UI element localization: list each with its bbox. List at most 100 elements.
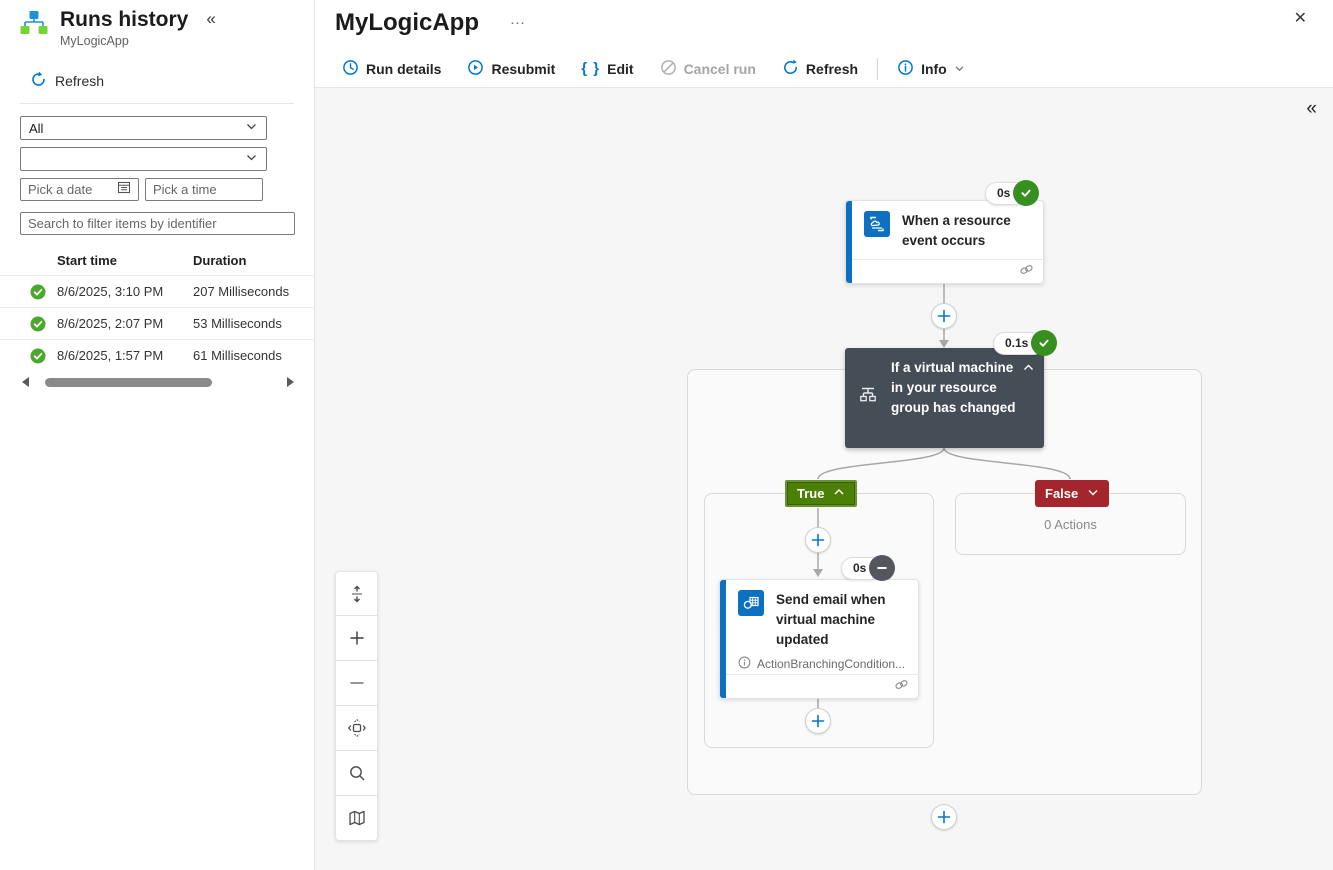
runs-history-header: Runs history« MyLogicApp (0, 0, 314, 49)
time-picker-input[interactable] (153, 182, 255, 197)
info-button[interactable]: Info (884, 50, 978, 87)
run-details-label: Run details (366, 60, 442, 77)
date-picker-field[interactable] (20, 178, 139, 201)
trigger-duration-badge[interactable]: 0s (985, 180, 1040, 206)
action-note-text: ActionBranchingCondition... (757, 657, 906, 671)
identifier-search-input[interactable] (28, 216, 287, 231)
runs-refresh-button[interactable]: Refresh (30, 71, 314, 91)
run-duration: 207 Milliseconds (193, 284, 290, 299)
search-button[interactable] (335, 751, 378, 796)
insert-step-plus-button[interactable] (931, 804, 957, 830)
canvas-zoom-toolbar (335, 571, 378, 841)
run-start-time: 8/6/2025, 2:07 PM (57, 316, 164, 331)
connection-link-icon (1019, 262, 1034, 282)
run-details-pane: MyLogicApp … ✕ Run details (315, 0, 1333, 870)
action-duration-badge[interactable]: 0s (841, 555, 896, 581)
runs-table: Start time Duration 8/6/2025, 3:10 PM 20… (0, 245, 314, 389)
action-note-row: ActionBranchingCondition... (720, 656, 918, 676)
info-label: Info (921, 60, 947, 77)
scroll-right-arrow-icon[interactable] (287, 377, 294, 387)
succeeded-status-icon (1031, 330, 1058, 356)
run-details-button[interactable]: Run details (329, 50, 454, 87)
insert-step-plus-button[interactable] (805, 527, 831, 553)
insert-step-plus-button[interactable] (931, 303, 957, 329)
resubmit-play-icon (467, 59, 484, 79)
pan-mode-button[interactable] (335, 706, 378, 751)
divider (20, 103, 294, 104)
false-branch-pill[interactable]: False (1035, 480, 1110, 507)
refresh-label: Refresh (55, 73, 105, 89)
run-toolbar: Run details Resubmit { } Edit (315, 50, 1333, 88)
connection-link-icon (894, 677, 909, 697)
close-icon[interactable]: ✕ (1293, 10, 1307, 27)
chevron-down-icon (1087, 486, 1099, 501)
true-branch-pill[interactable]: True (785, 480, 858, 507)
cancel-run-label: Cancel run (683, 60, 756, 77)
date-picker-input[interactable] (28, 182, 117, 197)
run-start-time: 8/6/2025, 1:57 PM (57, 348, 164, 363)
run-header: MyLogicApp … ✕ (315, 0, 1333, 50)
toolbar-refresh-button[interactable]: Refresh (769, 50, 871, 87)
trigger-node-when-a-resource-event-occurs[interactable]: When a resource event occurs (845, 200, 1044, 284)
minimap-button[interactable] (335, 796, 378, 841)
app-title: MyLogicApp (335, 9, 479, 36)
condition-title: If a virtual machine in your resource gr… (891, 360, 1016, 415)
panel-collapse-icon[interactable]: « (206, 9, 216, 28)
true-label: True (797, 486, 825, 501)
table-row[interactable]: 8/6/2025, 3:10 PM 207 Milliseconds (0, 275, 314, 307)
false-branch-empty-text: 0 Actions (1044, 516, 1097, 532)
calendar-icon[interactable] (117, 180, 131, 199)
cancel-run-button[interactable]: Cancel run (647, 50, 769, 87)
resubmit-button[interactable]: Resubmit (454, 50, 568, 87)
run-start-time: 8/6/2025, 3:10 PM (57, 284, 164, 299)
column-start-time: Start time (57, 252, 117, 268)
node-accent-bar (846, 201, 852, 283)
panel-title: Runs history (60, 8, 189, 31)
scroll-left-arrow-icon[interactable] (22, 377, 29, 387)
scrollbar-thumb[interactable] (44, 377, 213, 387)
identifier-search-field[interactable] (20, 212, 295, 235)
chevron-up-icon[interactable] (1022, 361, 1035, 379)
run-duration: 53 Milliseconds (193, 316, 282, 331)
success-status-icon (20, 284, 57, 300)
action-node-send-email[interactable]: Send email when virtual machine updated … (719, 579, 919, 699)
chevron-down-icon (245, 151, 258, 167)
condition-branch-icon (857, 384, 879, 418)
edit-button[interactable]: { } Edit (568, 50, 646, 87)
insert-step-plus-button[interactable] (805, 708, 831, 734)
scrollbar-track[interactable] (35, 377, 281, 387)
succeeded-status-icon (1013, 180, 1040, 206)
condition-duration-badge[interactable]: 0.1s (993, 330, 1058, 356)
fit-view-button[interactable] (335, 571, 378, 616)
column-duration: Duration (193, 252, 247, 268)
skipped-status-icon (869, 555, 896, 581)
code-braces-icon: { } (581, 60, 601, 77)
event-grid-trigger-icon (864, 211, 890, 237)
info-icon (738, 656, 751, 672)
table-row[interactable]: 8/6/2025, 1:57 PM 61 Milliseconds (0, 339, 314, 371)
history-clock-icon (342, 59, 359, 79)
canvas-collapse-icon[interactable]: « (1306, 98, 1317, 119)
cancel-blocked-icon (660, 59, 677, 79)
filters-section: All (0, 104, 314, 235)
status-filter-dropdown[interactable]: All (20, 116, 267, 140)
runs-history-panel: Runs history« MyLogicApp Refresh All (0, 0, 315, 870)
condition-node-if-virtual-machine-changed[interactable]: If a virtual machine in your resource gr… (845, 348, 1044, 448)
workflow-canvas[interactable]: « 0 Actions (315, 88, 1333, 870)
table-horizontal-scrollbar[interactable] (22, 375, 294, 389)
success-status-icon (20, 348, 57, 364)
chevron-up-icon (833, 486, 845, 501)
resubmit-label: Resubmit (491, 60, 556, 77)
chevron-down-icon (245, 120, 258, 136)
runs-table-header: Start time Duration (0, 245, 314, 275)
info-icon (897, 59, 914, 79)
edit-label: Edit (607, 60, 634, 77)
time-picker-field[interactable] (145, 178, 263, 201)
zoom-out-button[interactable] (335, 661, 378, 706)
secondary-filter-dropdown[interactable] (20, 147, 267, 171)
zoom-in-button[interactable] (335, 616, 378, 661)
chevron-down-icon (954, 61, 965, 77)
table-row[interactable]: 8/6/2025, 2:07 PM 53 Milliseconds (0, 307, 314, 339)
more-options-icon[interactable]: … (509, 11, 528, 28)
outlook-connector-icon (738, 590, 764, 616)
